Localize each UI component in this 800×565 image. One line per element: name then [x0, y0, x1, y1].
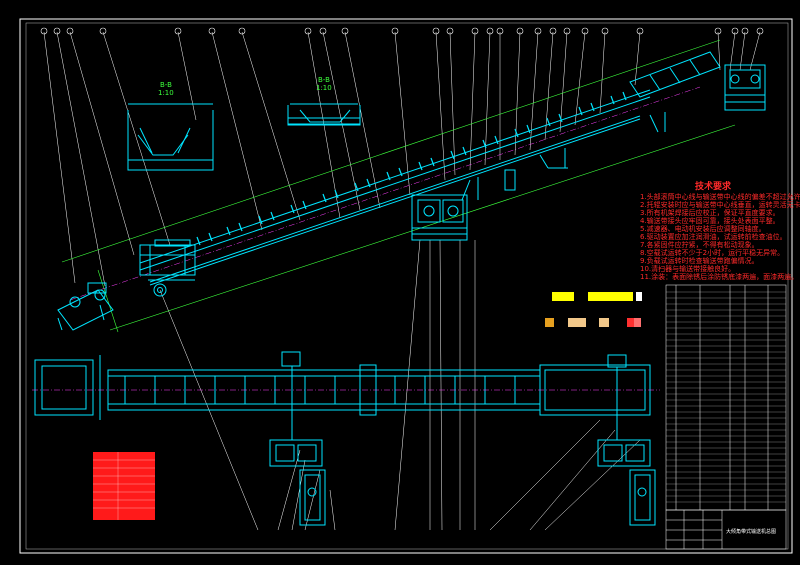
parts-list-table [665, 284, 787, 511]
drawing-name: 大倾角带式输送机总图 [726, 528, 776, 535]
svg-text:8.空载试运转不少于2小时，运行平稳无异常。: 8.空载试运转不少于2小时，运行平稳无异常。 [640, 248, 784, 257]
outer-border [19, 18, 793, 554]
svg-text:10.清扫器与输送带接触良好。: 10.清扫器与输送带接触良好。 [640, 264, 735, 273]
svg-text:2.托辊安装时应与输送带中心线垂直，运转灵活无卡阻。: 2.托辊安装时应与输送带中心线垂直，运转灵活无卡阻。 [640, 200, 800, 209]
top-leader-lines [43, 31, 761, 287]
section-detail-1 [127, 103, 214, 171]
svg-text:5.减速器、电动机安装后应调整同轴度。: 5.减速器、电动机安装后应调整同轴度。 [640, 224, 766, 233]
section-label-1-scale: 1:10 [158, 89, 174, 97]
title-block [665, 509, 787, 550]
section-detail-2 [287, 103, 361, 126]
head-frame [629, 51, 766, 111]
svg-text:6.驱动装置应加注润滑油，试运转前检查油位。: 6.驱动装置应加注润滑油，试运转前检查油位。 [640, 232, 787, 241]
svg-text:11.涂装：表面除锈后涂防锈底漆两遍，面漆两遍。: 11.涂装：表面除锈后涂防锈底漆两遍，面漆两遍。 [640, 272, 798, 281]
idler-sets [196, 91, 627, 246]
red-note-table [93, 452, 155, 520]
section-label-1-title: B-B [160, 81, 172, 89]
top-balloons [40, 27, 764, 35]
bottom-leader-lines [159, 239, 641, 531]
svg-text:7.各紧固件应拧紧，不得有松动现象。: 7.各紧固件应拧紧，不得有松动现象。 [640, 240, 759, 249]
svg-text:1.头部滚筒中心线与输送带中心线的偏差不超过允许范围。: 1.头部滚筒中心线与输送带中心线的偏差不超过允许范围。 [640, 192, 800, 201]
belt-stringers [139, 89, 651, 286]
mid-drive-unit [411, 169, 516, 241]
parts-list-rows [666, 291, 786, 503]
plan-drive-1 [269, 366, 326, 526]
svg-text:3.所有机架焊接后应校正，保证平直度要求。: 3.所有机架焊接后应校正，保证平直度要求。 [640, 208, 780, 217]
inner-frame [25, 22, 789, 550]
svg-text:4.输送带接头应牢固可靠，接头处表面平整。: 4.输送带接头应牢固可靠，接头处表面平整。 [640, 216, 780, 225]
belt-centerline [69, 86, 701, 301]
tail-section [139, 239, 196, 297]
section-label-2-scale: 1:10 [316, 84, 332, 92]
tech-requirements-title: 技术要求 [695, 180, 732, 192]
take-up-device [57, 282, 114, 331]
svg-text:9.负载试运转时检查输送带跑偏情况。: 9.负载试运转时检查输送带跑偏情况。 [640, 256, 759, 265]
support-legs [461, 112, 666, 201]
color-legend-blocks [545, 292, 642, 327]
section-label-2-title: B-B [318, 76, 330, 84]
tech-requirements-list: 1.头部滚筒中心线与输送带中心线的偏差不超过允许范围。 2.托辊安装时应与输送带… [640, 192, 800, 281]
plan-drive-2 [597, 367, 656, 526]
